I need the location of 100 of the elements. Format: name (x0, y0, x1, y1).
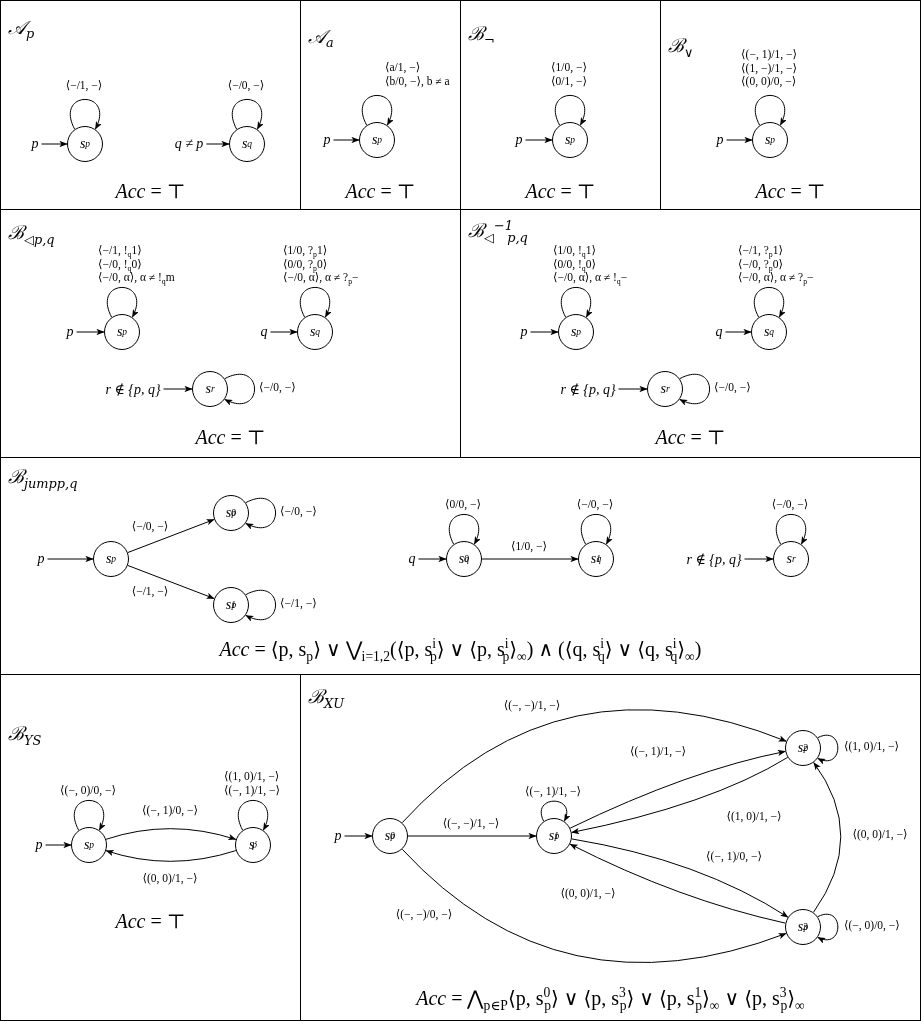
edge-label: ⟨1/0, !$_{q}$1⟩ ⟨0/0, !$_{q}$0⟩ ⟨−/0, α⟩, α ≠ !$_{q}$− (552, 243, 629, 284)
edge-label: ⟨(−, 1)/0, −⟩ (141, 804, 199, 818)
self-loop-arrow (224, 373, 256, 406)
transition-arrow (725, 328, 752, 336)
transition-arrow (525, 136, 553, 144)
input-label: p (66, 324, 74, 340)
acceptance-condition: Acc = ⊤ (653, 425, 727, 449)
edge-label: ⟨−/0, −⟩ (575, 497, 615, 511)
edge-label: ⟨−/0, −⟩ (258, 381, 297, 395)
input-label: r ∉ {p, q} (105, 380, 161, 398)
edge-label: ⟨(1, 0)/1, −⟩ ⟨(−, 1)/1, −⟩ (223, 770, 281, 797)
acceptance-condition: Acc = ⊤ (113, 179, 187, 203)
input-label: p (31, 136, 39, 152)
acceptance-condition: Acc = ⊤ (193, 425, 267, 449)
edge-label: ⟨1/0, −⟩ ⟨0/1, −⟩ (550, 61, 588, 88)
edge-label: ⟨(0, 0)/1, −⟩ (559, 887, 617, 901)
edge-label: ⟨(0, 0)/1, −⟩ (851, 828, 909, 842)
self-loop-arrow (554, 94, 587, 126)
transition-arrow (127, 518, 215, 554)
self-loop-arrow (817, 913, 839, 943)
transition-arrow (344, 832, 373, 840)
self-loop-arrow (237, 799, 270, 831)
acceptance-condition: Acc = ⊤ (753, 179, 827, 203)
transition-arrow (45, 841, 72, 849)
self-loop-arrow (106, 286, 139, 318)
automaton-name: ℬ$_{◁p,q}$ (8, 220, 55, 245)
transition-arrow (47, 555, 94, 563)
transition-arrow (163, 385, 193, 393)
edge-label: ⟨−/1, ?$_{p}$1⟩ ⟨−/0, ?$_{p}$0⟩ ⟨−/0, α⟩, α ≠ ?$_{p}$− (737, 243, 815, 284)
automaton-name: 𝒜$_{a}$ (308, 24, 334, 48)
input-label: r ∉ {p, q} (686, 550, 742, 568)
edge-label: ⟨(−, 1)/1, −⟩ ⟨(1, −)/1, −⟩ ⟨(0, 0)/0, −⟩ (740, 47, 798, 88)
self-loop-arrow (361, 94, 394, 126)
transition-arrow (726, 136, 753, 144)
transition-arrow (569, 749, 786, 829)
edge-label: ⟨(−, 1)/0, −⟩ (705, 850, 763, 864)
automaton-name: 𝒜$_{p}$ (8, 15, 35, 39)
transition-arrow (333, 136, 360, 144)
edge-label: ⟨(0, 0)/1, −⟩ (141, 872, 199, 886)
automaton-name: ℬ$_{∨}$ (668, 33, 694, 58)
edge-label: ⟨−/0, −⟩ (770, 497, 810, 511)
edge-label: ⟨(−, −)/1, −⟩ (502, 699, 562, 713)
self-loop-arrow (69, 98, 102, 130)
input-label: p (515, 132, 523, 148)
input-label: p (520, 324, 528, 340)
edge-label: ⟨(−, 1)/1, −⟩ (524, 784, 582, 798)
self-loop-arrow (580, 513, 613, 545)
automaton-name: ℬ$_{¬}$ (468, 21, 495, 46)
self-loop-arrow (754, 94, 787, 126)
input-label: q (260, 324, 268, 340)
edge-label: ⟨−/0, −⟩ (130, 520, 170, 534)
edge-label: ⟨−/1, −⟩ (279, 597, 318, 611)
transition-arrow (812, 762, 842, 913)
self-loop-arrow (817, 734, 839, 764)
transition-arrow (407, 832, 537, 840)
input-label: p (334, 828, 342, 844)
input-label: p (716, 132, 724, 148)
edge-label: ⟨−/0, −⟩ (226, 78, 266, 92)
transition-arrow (41, 140, 68, 148)
self-loop-arrow (245, 589, 277, 622)
transition-arrow (418, 555, 447, 563)
edge-label: ⟨0/0, −⟩ (444, 497, 482, 511)
edge-label: ⟨(1, 0)/1, −⟩ (843, 740, 901, 754)
self-loop-arrow (775, 513, 808, 545)
transition-arrow (105, 849, 237, 862)
transition-arrow (205, 140, 230, 148)
self-loop-arrow (231, 98, 264, 130)
self-loop-arrow (753, 286, 786, 318)
self-loop-arrow (73, 799, 106, 831)
edge-label: ⟨1/0, −⟩ (510, 540, 548, 554)
edge-label: ⟨(−, 0)/0, −⟩ (59, 783, 117, 797)
edge-label: ⟨−/1, −⟩ (130, 585, 170, 599)
self-loop-arrow (448, 513, 481, 545)
input-label: q (715, 324, 723, 340)
input-label: q ≠ p (174, 136, 204, 152)
self-loop-arrow (560, 286, 593, 318)
edge-label: ⟨−/0, −⟩ (279, 505, 318, 519)
edge-label: ⟨−/0, −⟩ (713, 381, 752, 395)
input-label: p (323, 132, 331, 148)
transition-arrow (744, 555, 774, 563)
transition-arrow (127, 564, 215, 600)
transition-arrow (401, 848, 787, 964)
input-label: p (37, 551, 45, 567)
self-loop-arrow (679, 373, 711, 406)
edge-label: ⟨−/1, −⟩ (64, 78, 104, 92)
edge-label: ⟨(−, −)/0, −⟩ (394, 908, 454, 922)
edge-label: ⟨(−, −)/1, −⟩ (441, 817, 501, 831)
transition-arrow (530, 328, 559, 336)
transition-arrow (401, 709, 787, 824)
acceptance-condition: Acc = ⊤ (523, 179, 597, 203)
input-label: p (35, 837, 43, 853)
automaton-name: ℬ$_{XU}$ (308, 684, 345, 709)
transition-arrow (270, 328, 298, 336)
transition-arrow (571, 756, 789, 835)
transition-arrow (105, 828, 237, 841)
automaton-name: ℬ$_{YS}$ (8, 721, 42, 746)
transition-arrow (481, 555, 579, 563)
self-loop-arrow (245, 497, 277, 530)
input-label: q (408, 551, 416, 567)
edge-label: ⟨−/1, !$_{q}$1⟩ ⟨−/0, !$_{q}$0⟩ ⟨−/0, α⟩, α ≠ !$_{q}$m (97, 243, 176, 284)
